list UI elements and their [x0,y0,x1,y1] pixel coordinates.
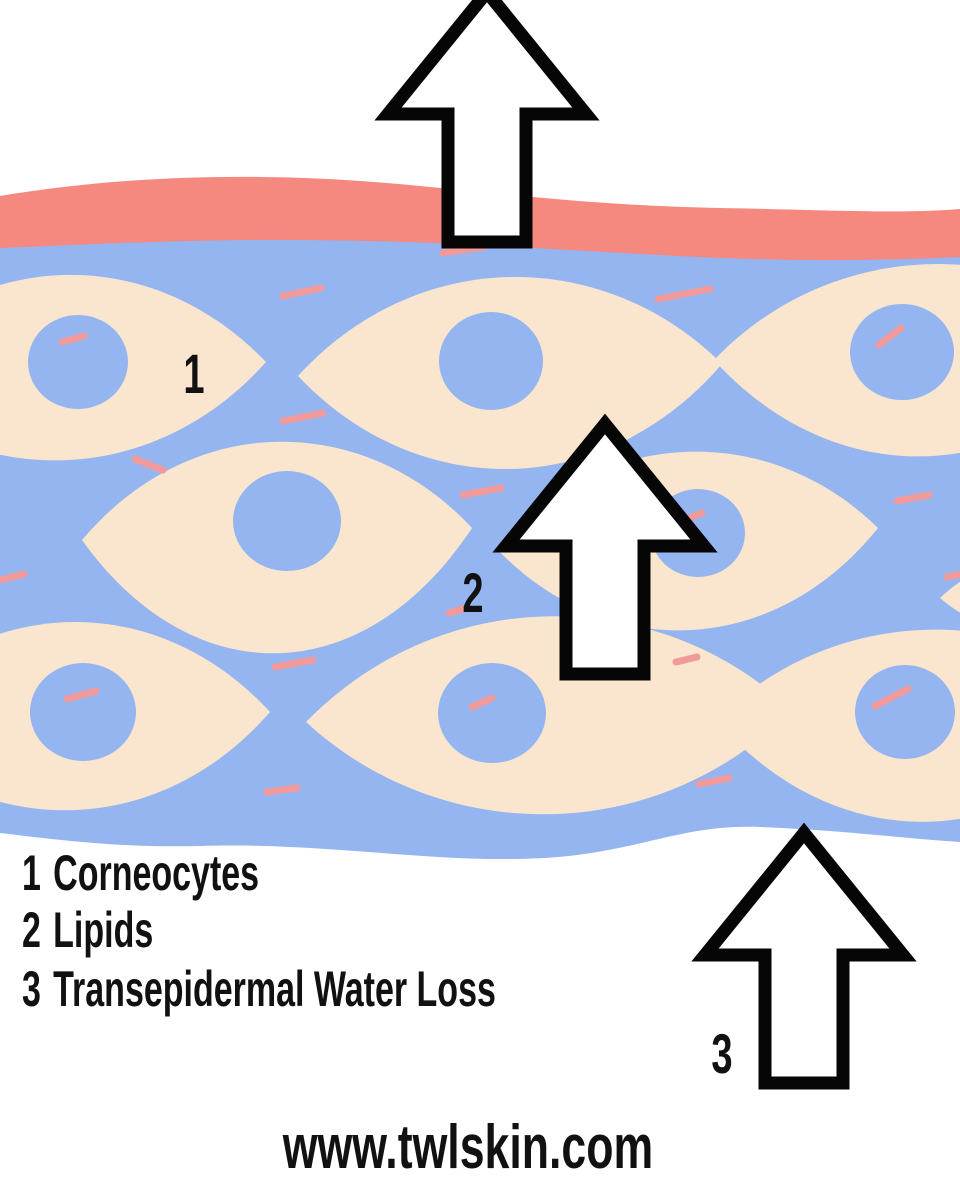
corneocyte-nucleus [28,315,128,409]
marker-lipids: 2 [462,563,483,625]
lipid-streak [131,455,167,474]
lipid-streak [63,687,100,703]
legend-label: Corneocytes [53,846,259,902]
lipid-streak [893,491,933,505]
lipid-streaks [0,243,960,796]
lipid-streak [871,685,912,710]
lipid-streak [695,774,733,788]
lipid-streak [0,570,28,584]
corneocyte-nucleus [850,304,954,400]
marker-water-loss: 3 [711,1024,732,1086]
lipid-streak [943,570,960,581]
lipid-streak [468,694,496,711]
lipid-streak [459,484,505,499]
corneocyte-nucleus [30,663,136,761]
website-url-wrap: www.twlskin.com [282,1113,653,1182]
lipid-streak [58,332,88,346]
lipid-streak [271,656,317,671]
lipid-streak [672,653,701,666]
corneocyte-cell [306,616,792,815]
marker-corneocytes: 1 [183,344,204,406]
legend-label: Lipids [53,903,153,959]
lipid-streak [279,284,325,300]
lipid-streak [654,285,714,303]
corneocyte-nucleus [438,663,546,763]
legend-number: 2 [22,903,41,959]
legend-label: Transepidermal Water Loss [53,962,496,1018]
legend-number: 3 [22,962,41,1018]
legend-number: 1 [22,846,41,902]
corneocyte-cell [940,581,960,613]
corneocyte-nucleus [439,312,543,410]
lipid-streak [445,604,470,617]
website-url: www.twlskin.com [282,1113,653,1182]
lipid-streak [263,784,301,796]
corneocyte-nucleus [855,665,955,759]
lipid-streak [279,409,327,425]
corneocyte-nucleus [233,471,341,571]
lipid-streak [875,324,905,349]
diagram-markers: 1 2 3 [183,344,732,1086]
